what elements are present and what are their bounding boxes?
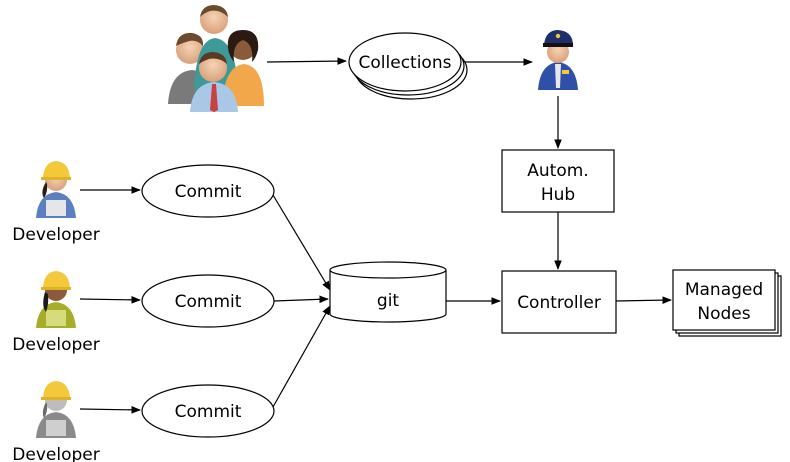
developer-2: Developer [12,271,100,355]
edge-controller-to-managed [615,296,672,304]
commit-label-2: Commit [175,292,242,312]
managed-label-line1: Managed [685,280,763,300]
commit-label-3: Commit [175,402,242,422]
edge-commit3-to-git [272,305,331,408]
commit-node-3: Commit [141,384,275,438]
user-group-icon [168,5,264,112]
developer-label-1: Developer [12,225,99,245]
edge-commit2-to-git [273,295,329,304]
collections-label: Collections [359,53,452,73]
developer-icon [36,161,76,218]
automation-hub-node: Autom. Hub [501,149,615,213]
controller-label: Controller [517,293,601,313]
edge-team-to-collections [266,57,347,65]
developer-1: Developer [12,161,100,245]
commit-label-1: Commit [175,182,242,202]
edge-dev3-to-commit3 [79,406,141,414]
edge-dev2-to-commit2 [79,296,141,304]
hub-label-line1: Autom. [527,161,588,181]
hub-label-line2: Hub [541,185,575,205]
developer-icon [36,271,76,328]
collections-node: Collections [348,32,468,100]
git-node: git [329,261,447,323]
commit-node-1: Commit [141,164,275,218]
managed-nodes-node: Managed Nodes [672,269,782,337]
police-officer-icon [538,30,578,90]
git-label: git [377,291,400,311]
developer-label-2: Developer [12,335,99,355]
controller-node: Controller [501,270,617,334]
edge-commit1-to-git [272,194,331,291]
developer-label-3: Developer [12,445,99,462]
managed-label-line2: Nodes [697,304,750,324]
commit-node-2: Commit [141,274,275,328]
developer-icon [36,381,76,438]
developer-3: Developer [12,381,100,462]
